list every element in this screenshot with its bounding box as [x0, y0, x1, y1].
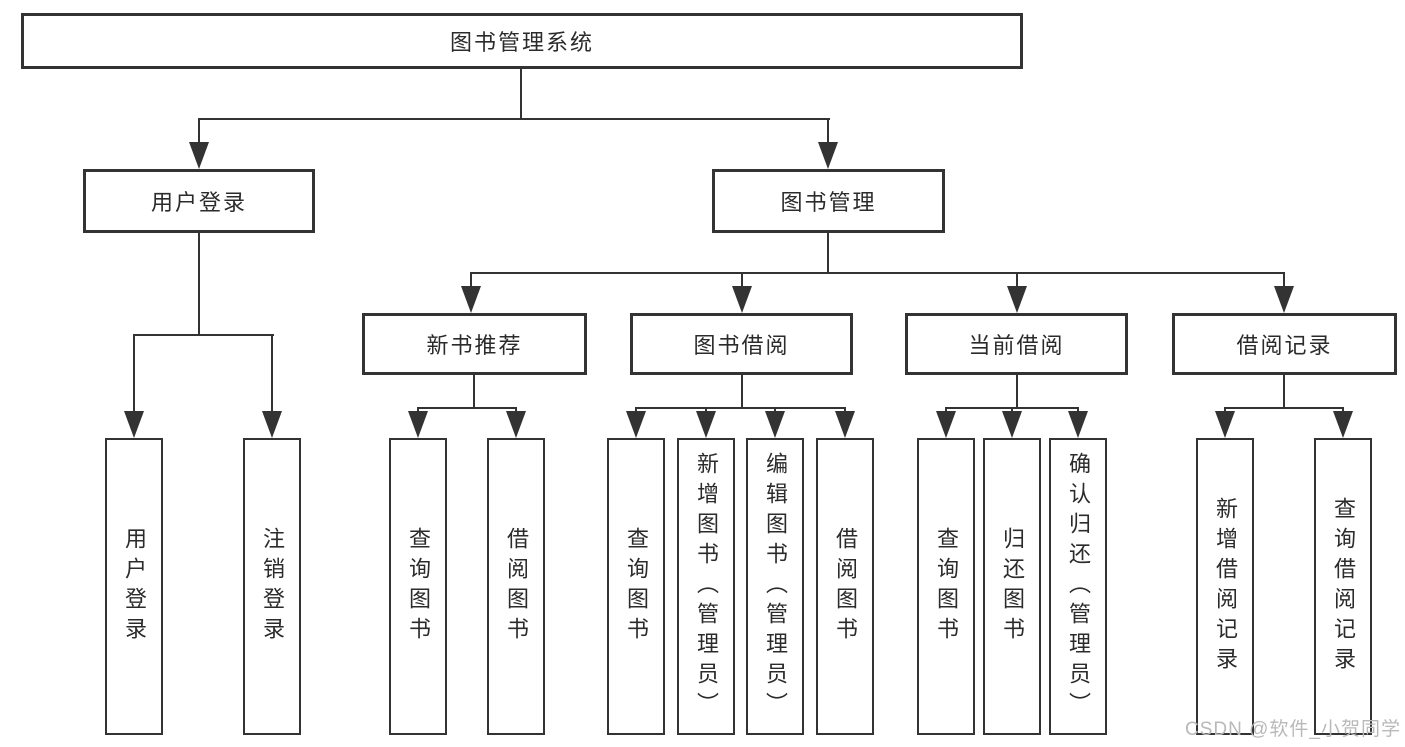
arrowhead-cb-query [936, 411, 956, 438]
connector-user-login-stem [198, 233, 200, 336]
arrowhead-logout-leaf [262, 411, 282, 438]
watermark: CSDN @软件_小贺同学 [1185, 719, 1401, 740]
leaf-logout-label: 注销登录 [260, 526, 285, 647]
node-borrow-records: 借阅记录 [1172, 313, 1397, 375]
arrowhead-book-borrowing [732, 286, 752, 313]
node-current-borrowing: 当前借阅 [905, 313, 1128, 375]
arrowhead-cb-return [1002, 411, 1022, 438]
arrowhead-user-login [189, 142, 209, 169]
connector-drop-login-leaf [133, 334, 135, 414]
leaf-bb-borrow-books-label: 借阅图书 [833, 526, 858, 647]
connector-user-login-branch [133, 334, 274, 336]
leaf-cb-query-books-label: 查询图书 [934, 526, 959, 647]
leaf-cb-confirm-return-admin-label: 确认归还（管理员） [1066, 451, 1091, 722]
leaf-nbr-query-books: 查询图书 [389, 438, 447, 735]
arrowhead-nbr-query [408, 411, 428, 438]
node-new-book-recommend: 新书推荐 [362, 313, 587, 375]
arrowhead-current-borrowing [1007, 286, 1027, 313]
leaf-cb-query-books: 查询图书 [917, 438, 975, 735]
leaf-bb-add-books-admin: 新增图书（管理员） [677, 438, 735, 735]
connector-drop-book-borrowing [741, 272, 743, 288]
leaf-br-query-record-label: 查询借阅记录 [1331, 496, 1356, 677]
arrowhead-bb-add [696, 411, 716, 438]
leaf-br-add-record-label: 新增借阅记录 [1213, 496, 1238, 677]
leaf-cb-return-books: 归还图书 [983, 438, 1041, 735]
leaf-cb-confirm-return-admin: 确认归还（管理员） [1049, 438, 1107, 735]
leaf-nbr-query-books-label: 查询图书 [406, 526, 431, 647]
connector-borrow-records-stem [1283, 375, 1285, 409]
connector-drop-user-login [198, 118, 200, 144]
node-current-borrowing-label: 当前借阅 [968, 333, 1065, 358]
node-root-label: 图书管理系统 [449, 30, 594, 55]
connector-new-book-recommend-stem [473, 375, 475, 409]
arrowhead-bb-borrow [835, 411, 855, 438]
connector-new-book-recommend-leafbranch [417, 407, 517, 409]
leaf-bb-query-books-label: 查询图书 [624, 526, 649, 647]
node-book-borrowing-label: 图书借阅 [693, 333, 790, 358]
leaf-br-add-record: 新增借阅记录 [1196, 438, 1254, 735]
arrowhead-new-book-recommend [461, 286, 481, 313]
connector-root-stem [520, 69, 522, 119]
arrowhead-book-management [818, 142, 838, 169]
connector-drop-borrow-records [1283, 272, 1285, 288]
leaf-logout: 注销登录 [243, 438, 301, 735]
node-new-book-recommend-label: 新书推荐 [426, 333, 523, 358]
connector-drop-new-book-recommend [470, 272, 472, 288]
arrowhead-br-query [1333, 411, 1353, 438]
arrowhead-nbr-borrow [506, 411, 526, 438]
leaf-bb-add-books-admin-label: 新增图书（管理员） [694, 451, 719, 722]
node-book-management: 图书管理 [712, 169, 945, 233]
arrowhead-bb-query [626, 411, 646, 438]
node-book-management-label: 图书管理 [780, 190, 877, 215]
leaf-bb-borrow-books: 借阅图书 [816, 438, 874, 735]
connector-drop-current-borrowing [1016, 272, 1018, 288]
leaf-cb-return-books-label: 归还图书 [1000, 526, 1025, 647]
connector-current-borrowing-stem [1016, 375, 1018, 409]
leaf-br-query-record: 查询借阅记录 [1314, 438, 1372, 735]
leaf-user-login-label: 用户登录 [122, 526, 147, 647]
arrowhead-cb-confirm [1068, 411, 1088, 438]
arrowhead-borrow-records [1274, 286, 1294, 313]
node-user-login: 用户登录 [83, 169, 315, 233]
leaf-bb-edit-books-admin-label: 编辑图书（管理员） [763, 451, 788, 722]
leaf-nbr-borrow-books: 借阅图书 [487, 438, 545, 735]
arrowhead-br-add [1215, 411, 1235, 438]
connector-book-management-stem [827, 233, 829, 274]
leaf-bb-edit-books-admin: 编辑图书（管理员） [746, 438, 804, 735]
connector-book-borrowing-leafbranch [635, 407, 846, 409]
node-root: 图书管理系统 [21, 13, 1023, 69]
connector-borrow-records-leafbranch [1224, 407, 1344, 409]
arrowhead-bb-edit [765, 411, 785, 438]
connector-book-management-branch [470, 272, 1285, 274]
connector-drop-book-management [827, 118, 829, 144]
leaf-nbr-borrow-books-label: 借阅图书 [504, 526, 529, 647]
leaf-user-login: 用户登录 [105, 438, 163, 735]
connector-drop-logout-leaf [271, 334, 273, 414]
node-book-borrowing: 图书借阅 [630, 313, 853, 375]
connector-root-branch [198, 118, 830, 120]
connector-book-borrowing-stem [741, 375, 743, 409]
node-borrow-records-label: 借阅记录 [1236, 333, 1333, 358]
arrowhead-login-leaf [124, 411, 144, 438]
leaf-bb-query-books: 查询图书 [607, 438, 665, 735]
node-user-login-label: 用户登录 [150, 190, 247, 215]
